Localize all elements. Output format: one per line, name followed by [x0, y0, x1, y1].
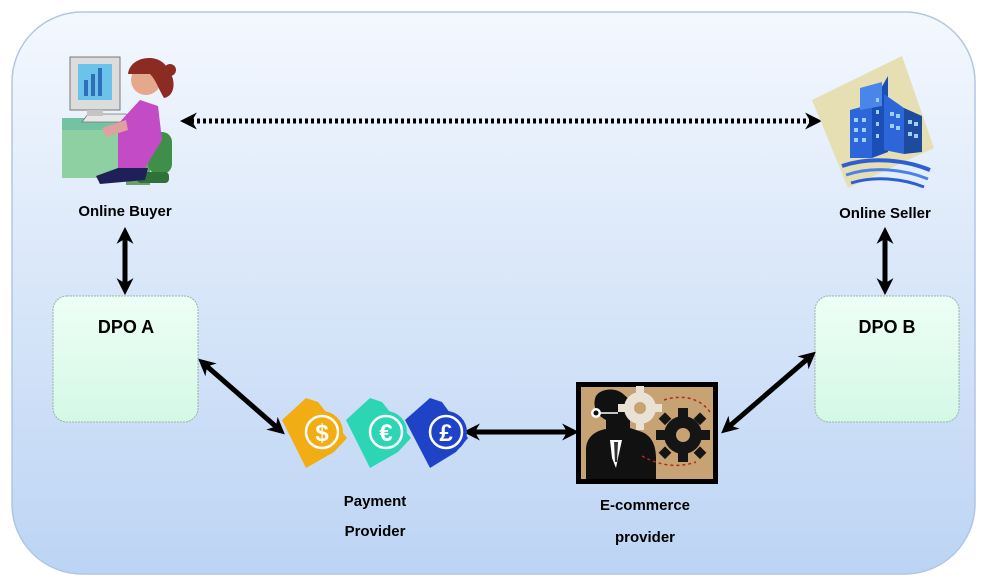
pound-symbol: £ — [439, 420, 453, 447]
euro-coin-icon — [346, 398, 411, 468]
dpo-a-box — [52, 295, 199, 423]
ecommerce-dpo-b-arrow — [721, 351, 816, 434]
dpo-b-box — [814, 295, 960, 423]
dpo-a-label: DPO A — [97, 317, 155, 337]
buyer-icon — [62, 56, 176, 185]
dollar-symbol: $ — [315, 420, 329, 447]
ecommerce-provider-label: E-commerce provider — [565, 490, 725, 554]
payment-label-line1: Payment — [343, 493, 407, 510]
ecommerce-label-line1: E-commerce — [599, 497, 691, 514]
pound-coin-icon — [405, 398, 468, 468]
ecommerce-provider-icon — [576, 382, 718, 484]
buyer-label: Online Buyer — [78, 203, 172, 220]
euro-symbol: € — [379, 420, 392, 447]
ecommerce-label-line2: provider — [614, 529, 675, 546]
seller-label: Online Seller — [839, 205, 931, 222]
dpo-a-payment-arrow — [198, 358, 285, 435]
dpo-b-label: DPO B — [858, 317, 916, 337]
dollar-coin-icon — [282, 398, 347, 468]
payment-provider-label: Payment Provider — [300, 487, 450, 547]
payment-label-line2: Provider — [344, 523, 406, 540]
seller-building-icon — [812, 56, 934, 189]
